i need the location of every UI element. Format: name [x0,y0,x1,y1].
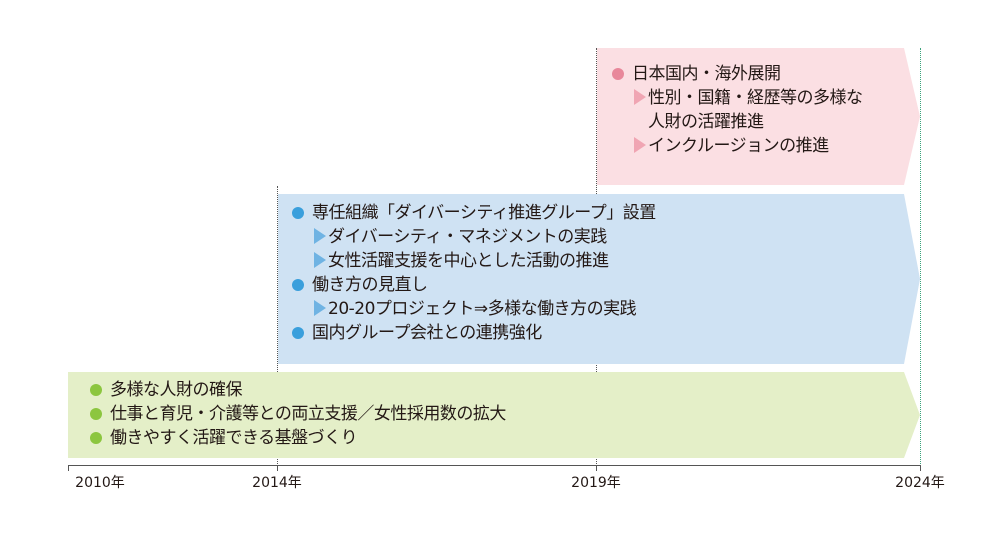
bullet-icon [90,384,102,396]
phase-promotion-text: 専任組織「ダイバーシティ推進グループ」設置 ダイバーシティ・マネジメントの実践 … [292,201,656,345]
divider-2024 [920,48,921,466]
item: インクルージョンの推進 [648,136,829,156]
year-label: 2014年 [252,475,302,491]
tick [68,465,69,471]
triangle-icon [314,228,326,244]
phase-foundation-text: 多様な人財の確保 仕事と育児・介護等との両立支援／女性採用数の拡大 働きやすく活… [90,378,506,450]
bullet-icon [292,279,304,291]
heading: 専任組織「ダイバーシティ推進グループ」設置 [312,203,656,223]
triangle-icon [634,137,646,153]
item: 多様な人財の確保 [110,380,243,400]
bullet-icon [292,207,304,219]
item-cont: 人財の活躍推進 [648,112,764,132]
heading: 働き方の見直し [312,275,428,295]
tick [920,465,921,471]
year-label: 2019年 [571,475,621,491]
item: ダイバーシティ・マネジメントの実践 [328,227,607,247]
item: 20-20プロジェクト⇒多様な働き方の実践 [328,299,637,319]
item: 性別・国籍・経歴等の多様な [648,88,863,108]
year-label: 2010年 [75,475,125,491]
item: 女性活躍支援を中心とした活動の推進 [328,251,609,271]
phase-global-band [597,48,920,185]
phase-global-text: 日本国内・海外展開 性別・国籍・経歴等の多様な 人財の活躍推進 インクルージョン… [612,62,863,158]
timeline-axis [68,465,920,466]
item: 働きやすく活躍できる基盤づくり [110,428,358,448]
triangle-icon [314,300,326,316]
bullet-icon [292,327,304,339]
divider-2014 [277,186,278,466]
year-label: 2024年 [895,475,945,491]
tick [596,465,597,471]
bullet-icon [612,68,624,80]
item: 仕事と育児・介護等との両立支援／女性採用数の拡大 [110,404,506,424]
tick [277,465,278,471]
bullet-icon [90,432,102,444]
phase-promotion-band [278,194,920,364]
heading: 日本国内・海外展開 [632,64,781,84]
bullet-icon [90,408,102,420]
triangle-icon [634,89,646,105]
triangle-icon [314,252,326,268]
heading: 国内グループ会社との連携強化 [312,323,542,343]
phase-foundation-band [68,372,920,458]
